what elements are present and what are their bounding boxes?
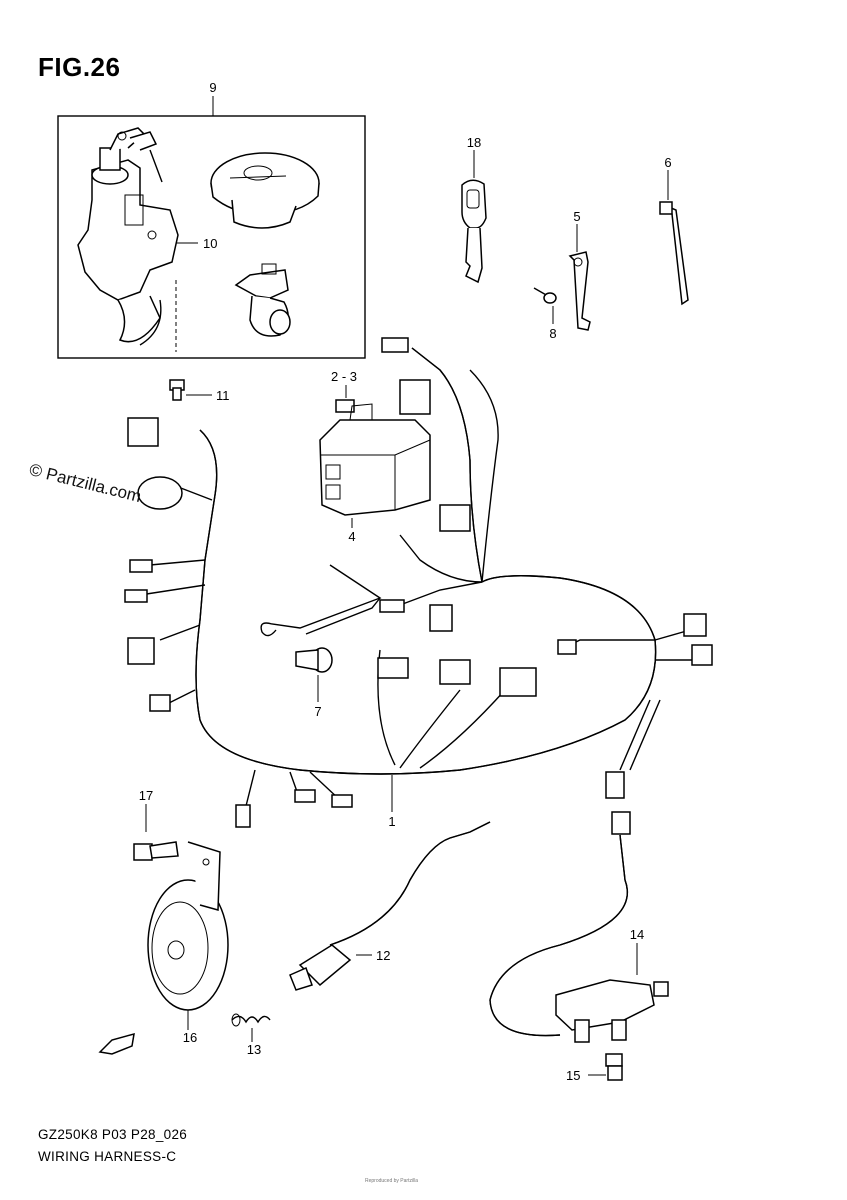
callout-4: 4 bbox=[348, 529, 355, 544]
callout-16: 16 bbox=[183, 1030, 197, 1045]
callout-18: 18 bbox=[467, 135, 481, 150]
front-direction-arrow-icon bbox=[98, 1032, 135, 1055]
brake-switch-spring[interactable] bbox=[231, 1013, 271, 1027]
horn[interactable] bbox=[147, 841, 229, 1011]
callout-6: 6 bbox=[664, 155, 671, 170]
callout-9: 9 bbox=[209, 80, 216, 95]
callout-17: 17 bbox=[139, 788, 153, 803]
ignition-switch[interactable] bbox=[77, 127, 179, 346]
figure-title: FIG.26 bbox=[38, 52, 121, 82]
callout-13: 13 bbox=[247, 1042, 261, 1057]
callout-1: 1 bbox=[388, 814, 395, 829]
sensor-bolt[interactable] bbox=[605, 1053, 623, 1081]
main-wiring-harness[interactable] bbox=[139, 347, 700, 811]
callout-10: 10 bbox=[203, 236, 217, 251]
key[interactable] bbox=[461, 179, 487, 284]
rear-brake-light-switch[interactable] bbox=[289, 821, 491, 991]
harness-bracket[interactable] bbox=[260, 564, 382, 637]
callout-14: 14 bbox=[630, 927, 644, 942]
tilt-sensor-harness[interactable] bbox=[489, 834, 669, 1043]
callout-12: 12 bbox=[376, 948, 390, 963]
callout-15: 15 bbox=[566, 1068, 580, 1083]
wire-clamp[interactable] bbox=[568, 251, 591, 331]
callout-11: 11 bbox=[216, 388, 230, 403]
cable-tie[interactable] bbox=[659, 201, 689, 306]
diagram-name: WIRING HARNESS-C bbox=[38, 1149, 177, 1164]
fuel-tank-cap[interactable] bbox=[210, 152, 320, 229]
callout-5: 5 bbox=[573, 209, 580, 224]
bolt-11[interactable] bbox=[169, 379, 185, 401]
callout-2-3: 2 - 3 bbox=[331, 369, 357, 384]
lock-set-group-box bbox=[57, 115, 366, 359]
footer-note: Reproduced by Partzilla bbox=[365, 1178, 419, 1184]
harness-connectors bbox=[124, 337, 713, 835]
bolt-7[interactable] bbox=[295, 647, 333, 673]
seat-lock[interactable] bbox=[234, 263, 291, 337]
callout-7: 7 bbox=[314, 704, 321, 719]
horn-bolt[interactable] bbox=[133, 841, 179, 861]
clamp-screw[interactable] bbox=[533, 287, 557, 304]
model-code: GZ250K8 P03 P28_026 bbox=[38, 1127, 188, 1142]
fuse-box[interactable] bbox=[319, 403, 431, 516]
callout-8: 8 bbox=[549, 326, 556, 341]
